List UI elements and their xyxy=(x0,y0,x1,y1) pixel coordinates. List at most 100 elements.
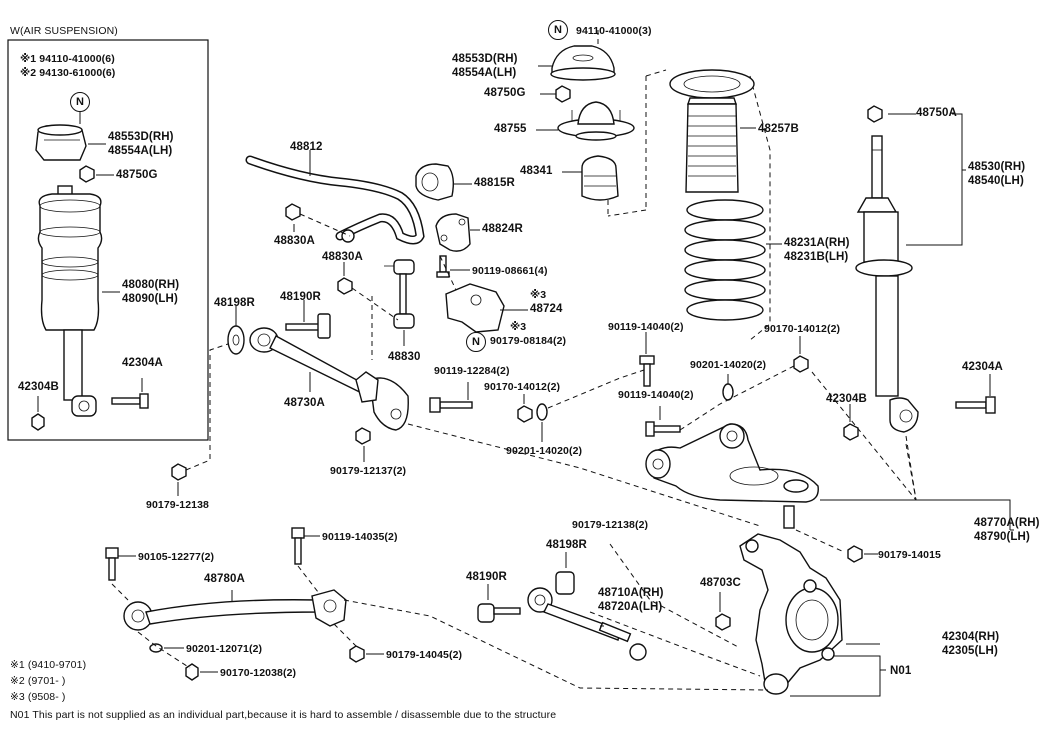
label-48730a: 48730A xyxy=(284,397,325,409)
label-48830a-1: 48830A xyxy=(274,235,315,247)
label-90119-12284: 90119-12284(2) xyxy=(434,365,510,377)
label-90201-14020-right: 90201-14020(2) xyxy=(690,359,767,371)
inset-label-42304b: 42304B xyxy=(18,381,59,393)
bolt-48190r-lower xyxy=(477,603,521,623)
footnote-2: ※2 (9701- ) xyxy=(10,675,66,687)
label-42305-lh: 42305(LH) xyxy=(942,645,998,657)
label-90170-14012-right: 90170-14012(2) xyxy=(764,323,841,335)
label-90179-12138-right: 90179-12138(2) xyxy=(572,519,649,531)
inset-label-48554a: 48554A(LH) xyxy=(108,145,173,157)
lower-arm-48730a xyxy=(249,327,409,431)
label-48780a: 48780A xyxy=(204,573,245,585)
label-90179-08184: 90179-08184(2) xyxy=(490,335,567,347)
label-42304b: 42304B xyxy=(826,393,867,405)
upper-support-mount xyxy=(550,45,616,81)
label-48830a-2: 48830A xyxy=(322,251,363,263)
label-90119-14040-upper: 90119-14040(2) xyxy=(608,321,684,333)
nut-90179-14045 xyxy=(349,645,365,663)
bracket-48724 xyxy=(445,283,505,333)
upper-arm-48770a xyxy=(645,423,819,529)
label-48724-mark-2: ※3 xyxy=(510,321,527,333)
label-48553d: 48553D(RH) xyxy=(452,53,518,65)
label-48830: 48830 xyxy=(388,351,421,363)
label-48750g: 48750G xyxy=(484,87,526,99)
stabilizer-bushing-48815r xyxy=(415,163,455,201)
label-48190r-upper: 48190R xyxy=(280,291,321,303)
label-48530: 48530(RH) xyxy=(968,161,1026,173)
bolt-48190r-upper xyxy=(285,313,331,339)
bolt-90105-12277 xyxy=(105,547,119,581)
label-90119-14035: 90119-14035(2) xyxy=(322,531,398,543)
inset-label-42304a: 42304A xyxy=(122,357,163,369)
label-90119-08661: 90119-08661(4) xyxy=(472,265,548,277)
n-badge-90179-08184: N xyxy=(466,332,486,352)
label-90119-14040-lower: 90119-14040(2) xyxy=(618,389,694,401)
strut-mount-48755 xyxy=(557,101,635,141)
label-48710a: 48710A(RH) xyxy=(598,587,664,599)
label-48198r-upper: 48198R xyxy=(214,297,255,309)
shock-absorber-48530 xyxy=(855,105,919,433)
toe-arm-48710a xyxy=(527,587,647,661)
inset-label-48553d: 48553D(RH) xyxy=(108,131,174,143)
stabilizer-bracket-48824r xyxy=(435,213,471,252)
nut-48830a-upper xyxy=(285,203,301,221)
label-42304-rh: 42304(RH) xyxy=(942,631,1000,643)
nut-90179-12138 xyxy=(171,463,187,481)
inset-air-spring xyxy=(37,185,103,417)
nut-42304b xyxy=(843,423,859,441)
label-48703c: 48703C xyxy=(700,577,741,589)
coil-spring-48231a xyxy=(684,199,766,321)
label-90170-14012-left: 90170-14012(2) xyxy=(484,381,561,393)
footnote-1: ※1 (9410-9701) xyxy=(10,659,87,671)
inset-upper-mount xyxy=(35,124,87,161)
inset-label-48090: 48090(LH) xyxy=(122,293,178,305)
label-n01: N01 xyxy=(890,665,912,677)
label-90201-14020-left: 90201-14020(2) xyxy=(506,445,583,457)
label-48815r: 48815R xyxy=(474,177,515,189)
label-42304a: 42304A xyxy=(962,361,1003,373)
washer-90201-14020-right xyxy=(722,383,734,401)
footnote-n01: N01 This part is not supplied as an indi… xyxy=(10,709,557,721)
label-48231b: 48231B(LH) xyxy=(784,251,849,263)
bolt-90119-14035 xyxy=(291,527,305,565)
bolt-90119-12284 xyxy=(429,397,473,413)
label-48190r-lower: 48190R xyxy=(466,571,507,583)
inset-bolt xyxy=(111,393,149,409)
label-90105-12277: 90105-12277(2) xyxy=(138,551,215,563)
label-90201-12071: 90201-12071(2) xyxy=(186,643,263,655)
inset-n-badge: N xyxy=(70,92,90,112)
footnote-3: ※3 (9508- ) xyxy=(10,691,66,703)
label-90179-12137: 90179-12137(2) xyxy=(330,465,407,477)
washer-90201-14020-left xyxy=(536,403,548,421)
label-94110-41000: 94110-41000(3) xyxy=(576,25,652,37)
dust-boot-48257b xyxy=(669,69,755,193)
air-suspension-inset-frame xyxy=(7,39,209,441)
nut-48750g xyxy=(555,85,571,103)
cam-48198r-upper xyxy=(227,325,245,355)
inset-note-1: ※1 94110-41000(6) xyxy=(20,53,115,65)
inset-label-48080: 48080(RH) xyxy=(122,279,180,291)
washer-90201-12071 xyxy=(149,643,163,653)
label-48198r-lower: 48198R xyxy=(546,539,587,551)
stabilizer-link-48830 xyxy=(384,259,415,329)
label-48812: 48812 xyxy=(290,141,323,153)
label-48540: 48540(LH) xyxy=(968,175,1024,187)
label-48790: 48790(LH) xyxy=(974,531,1030,543)
label-48554a: 48554A(LH) xyxy=(452,67,517,79)
bolt-90119-14040-lower xyxy=(645,421,681,437)
nut-48830a-lower xyxy=(337,277,353,295)
nut-90179-12137 xyxy=(355,427,371,445)
label-48724: 48724 xyxy=(530,303,563,315)
label-48755: 48755 xyxy=(494,123,527,135)
inset-title: W(AIR SUSPENSION) xyxy=(10,25,118,37)
label-48341: 48341 xyxy=(520,165,553,177)
bolt-90119-08661 xyxy=(436,255,450,278)
bolt-42304a xyxy=(955,396,996,414)
nut-90170-14012-left xyxy=(517,405,533,423)
nut-90179-14015 xyxy=(847,545,863,563)
label-90170-12038: 90170-12038(2) xyxy=(220,667,297,679)
label-90179-14015: 90179-14015 xyxy=(878,549,941,561)
cam-48198r-lower xyxy=(555,571,575,595)
nut-48703c xyxy=(715,613,731,631)
